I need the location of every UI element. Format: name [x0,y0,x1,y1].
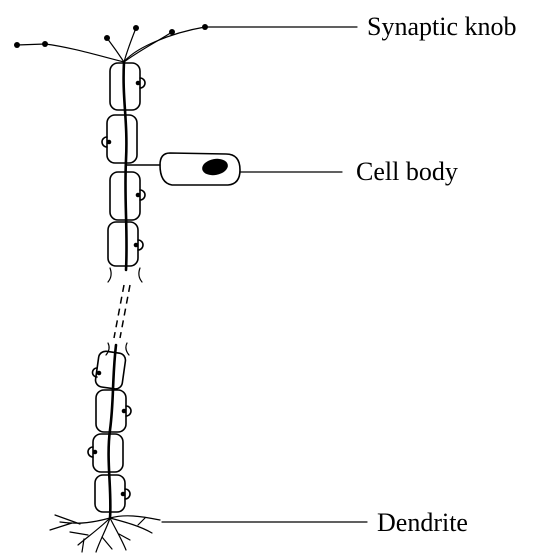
synaptic-knobs [14,24,208,62]
axon-upper [124,62,127,270]
dendrites [50,515,160,552]
axon-break [114,285,130,338]
label-synaptic-knob: Synaptic knob [367,12,517,41]
leader-lines [162,27,367,522]
cell-body [127,153,240,185]
label-cell-body: Cell body [356,157,458,186]
nucleus [201,157,229,177]
label-dendrite: Dendrite [377,508,468,537]
